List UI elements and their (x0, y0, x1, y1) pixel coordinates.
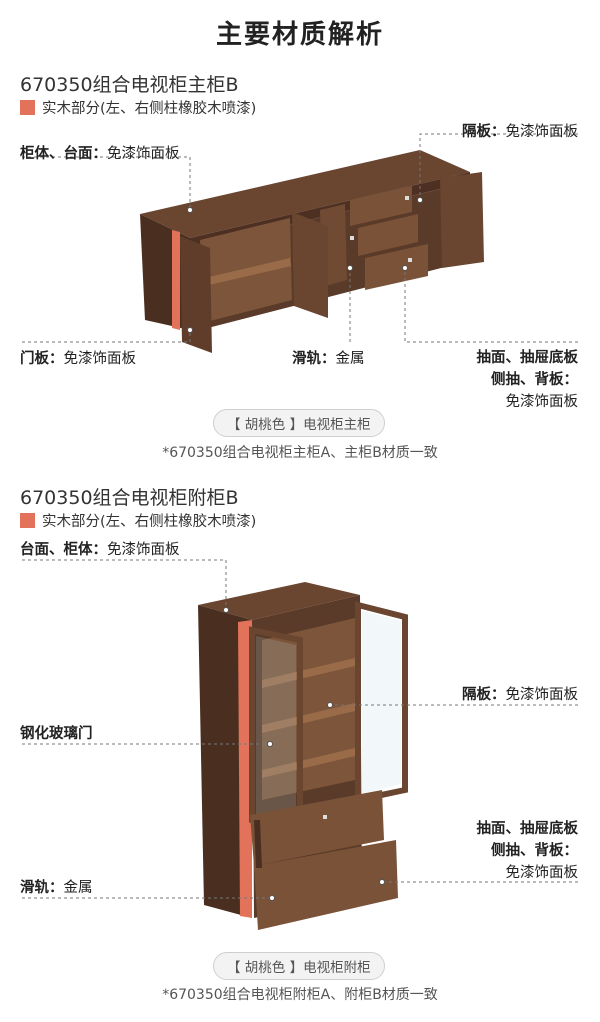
main-cabinet-model: 670350组合电视柜主柜B (20, 74, 239, 96)
side-cabinet-model: 670350组合电视柜附柜B (20, 487, 239, 509)
main-cabinet-legend: 实木部分(左、右侧柱橡胶木喷漆) (20, 97, 256, 118)
label-top-body: 台面、柜体：免漆饰面板 (20, 542, 180, 558)
legend-text: 实木部分(左、右侧柱橡胶木喷漆) (42, 514, 257, 530)
label-drawer: 抽面、抽屉底板 侧抽、背板： 免漆饰面板 (476, 350, 579, 410)
side-cabinet-legend: 实木部分(左、右侧柱橡胶木喷漆) (20, 510, 256, 531)
main-cabinet-caption: 【 胡桃色 】电视柜主柜 (213, 409, 385, 437)
label-glass-door: 钢化玻璃门 (20, 726, 93, 742)
label-shelf: 隔板：免漆饰面板 (462, 124, 578, 140)
side-cabinet-caption: 【 胡桃色 】电视柜附柜 (213, 952, 385, 980)
label-side-rail: 滑轨：金属 (20, 880, 93, 896)
page-title: 主要材质解析 (215, 20, 384, 50)
legend-text: 实木部分(左、右侧柱橡胶木喷漆) (42, 101, 257, 117)
legend-swatch (20, 513, 35, 528)
label-side-drawer: 抽面、抽屉底板 侧抽、背板： 免漆饰面板 (476, 821, 579, 881)
main-cabinet-note: *670350组合电视柜主柜A、主柜B材质一致 (162, 445, 438, 461)
side-cabinet-note: *670350组合电视柜附柜A、附柜B材质一致 (162, 987, 438, 1003)
legend-swatch (20, 100, 35, 115)
main-cabinet-illustration (22, 133, 578, 353)
label-body-top: 柜体、台面：免漆饰面板 (20, 146, 180, 162)
label-side-shelf: 隔板：免漆饰面板 (462, 687, 578, 703)
label-door: 门板：免漆饰面板 (20, 351, 136, 367)
label-rail: 滑轨：金属 (292, 351, 365, 367)
